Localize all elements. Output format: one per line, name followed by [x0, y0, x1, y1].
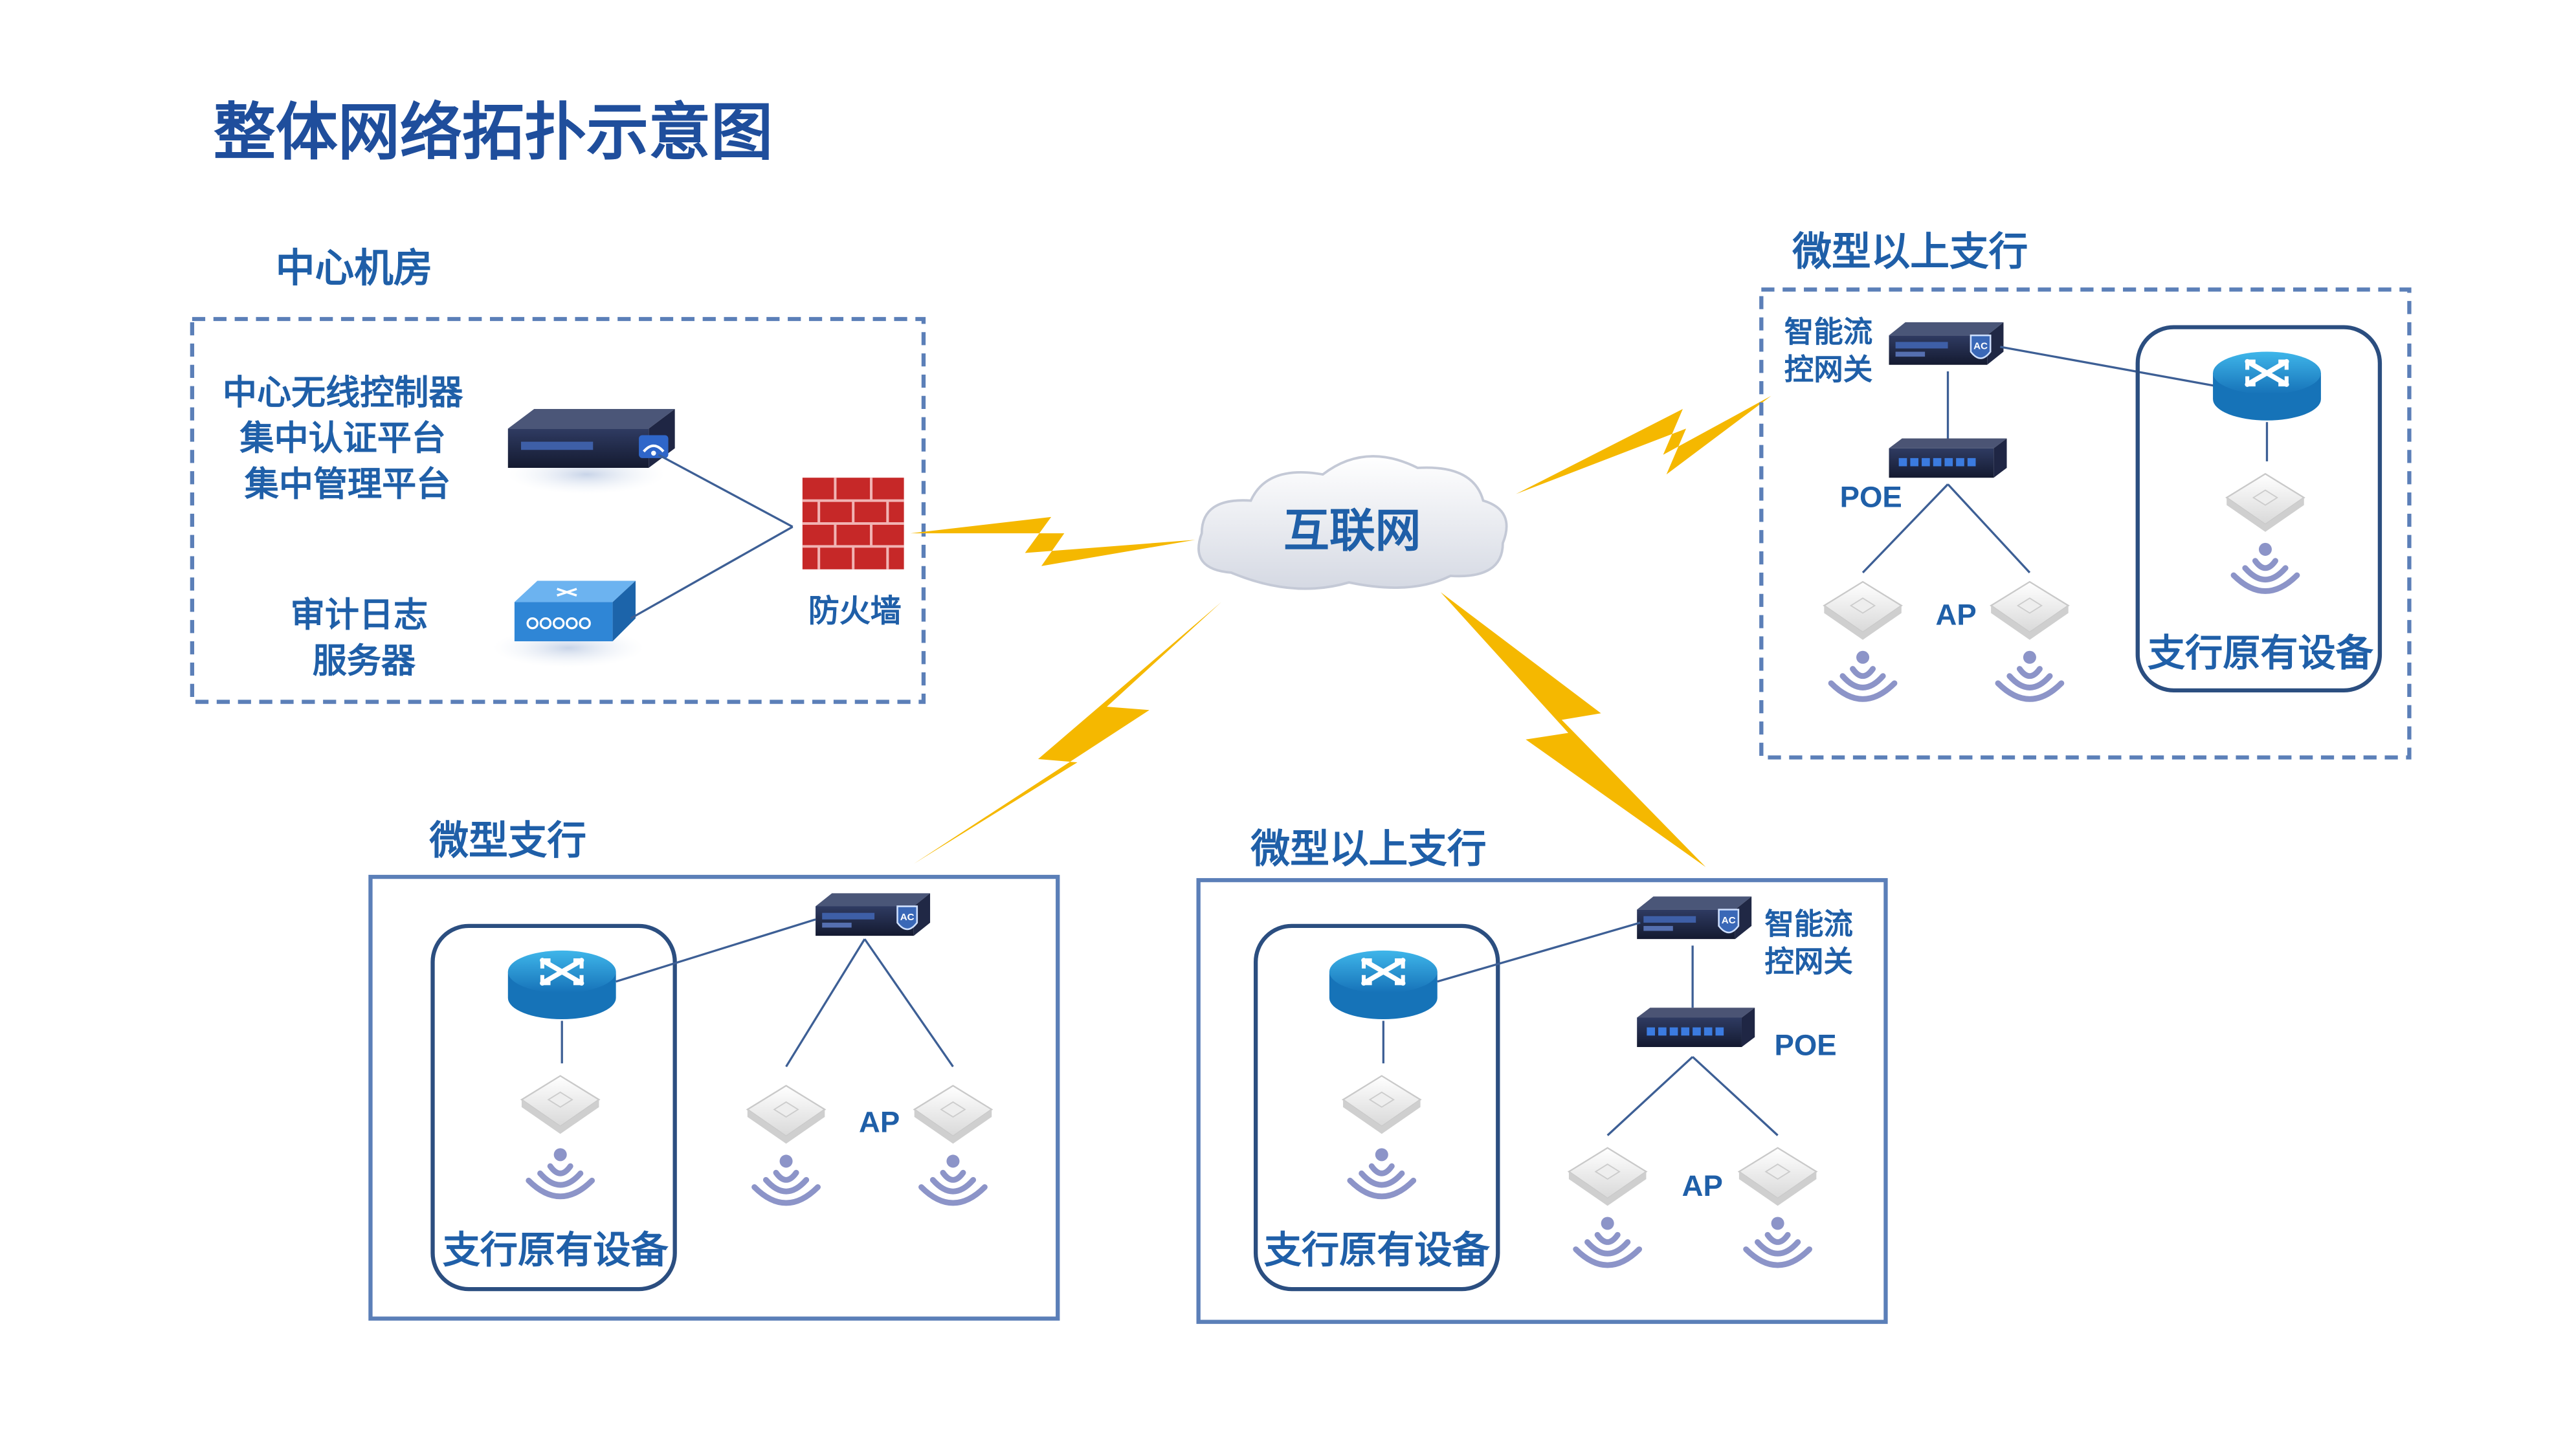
- branch-label: 微型以上支行: [1250, 826, 1487, 870]
- internet-label: 互联网: [1283, 505, 1421, 556]
- link-line: [863, 938, 954, 1068]
- poe-switch-icon: [1889, 438, 2007, 478]
- branch-frame: [1759, 287, 2412, 760]
- ac-gateway-icon: [1888, 321, 2004, 366]
- access-point-icon: [746, 1085, 826, 1145]
- firewall-icon: [802, 478, 904, 569]
- firewall-label: 防火墙: [808, 595, 902, 629]
- wifi-signal-icon: [529, 1148, 592, 1197]
- access-point-icon: [1823, 580, 1902, 641]
- wifi-signal-icon: [1576, 1217, 1639, 1265]
- lightning-links: [910, 395, 1771, 867]
- lightning-bolt: [913, 602, 1222, 864]
- access-point-icon: [2226, 473, 2305, 533]
- wifi-signal-icon: [755, 1154, 818, 1203]
- access-point-icon: [520, 1075, 600, 1135]
- existing-equipment-frame: [2135, 325, 2382, 693]
- ac-gateway-icon: [814, 892, 931, 937]
- link-line: [1861, 483, 1949, 573]
- lightning-bolt: [1440, 592, 1706, 867]
- switch-icon: [493, 580, 644, 668]
- access-point-icon: [1568, 1147, 1647, 1207]
- branch-label: 微型以上支行: [1792, 230, 2028, 274]
- wifi-signal-icon: [2234, 543, 2297, 591]
- branch-top-right: 微型以上支行 智能流 控网关 POE AP 支行原有设备: [1759, 230, 2412, 760]
- cloud-icon: 互联网: [1197, 455, 1508, 590]
- center-room-label: 中心机房: [276, 246, 433, 290]
- wifi-signal-icon: [1350, 1148, 1414, 1197]
- branch-label: 微型支行: [428, 819, 586, 863]
- link-line: [1606, 1055, 1694, 1136]
- gateway-label: 智能流 控网关: [1784, 315, 1881, 386]
- router-icon: [508, 951, 616, 1019]
- controller-label: 中心无线控制器 集中认证平台 集中管理平台: [223, 373, 472, 503]
- existing-equipment-label: 支行原有设备: [443, 1230, 669, 1272]
- branch-frame: [1196, 877, 1888, 1324]
- diagram-title: 整体网络拓扑示意图: [214, 98, 773, 168]
- ap-label: AP: [1936, 599, 1977, 632]
- access-point-icon: [1342, 1075, 1421, 1135]
- wifi-signal-icon: [1746, 1217, 1810, 1265]
- center-room-frame: [190, 316, 926, 704]
- router-icon: [2213, 352, 2321, 421]
- existing-equipment-frame: [430, 923, 677, 1292]
- server-icon: [507, 409, 675, 494]
- poe-switch-icon: [1637, 1008, 1755, 1047]
- existing-equipment-label: 支行原有设备: [2148, 632, 2374, 674]
- ap-label: AP: [1682, 1169, 1723, 1202]
- access-point-icon: [1990, 580, 2069, 641]
- branch-bottom-mid: 微型以上支行 支行原有设备 智能流 控网关 POE AP: [1196, 826, 1888, 1324]
- branch-micro: 微型支行 支行原有设备 AP: [368, 819, 1060, 1321]
- access-point-icon: [1738, 1147, 1817, 1207]
- link-line: [630, 525, 794, 620]
- existing-equipment-frame: [1253, 923, 1500, 1292]
- link-line: [2000, 346, 2217, 388]
- access-point-icon: [913, 1085, 993, 1145]
- link-line: [616, 918, 816, 983]
- ap-label: AP: [859, 1105, 900, 1138]
- lightning-bolt: [910, 516, 1195, 566]
- existing-equipment-label: 支行原有设备: [1264, 1230, 1491, 1272]
- router-icon: [1329, 951, 1438, 1019]
- link-line: [1437, 921, 1641, 983]
- wifi-signal-icon: [1831, 651, 1894, 700]
- link-line: [785, 938, 866, 1068]
- audit-server-label: 审计日志 服务器: [291, 596, 438, 680]
- gateway-label: 智能流 控网关: [1764, 908, 1861, 978]
- branch-frame: [368, 874, 1060, 1321]
- lightning-bolt: [1516, 395, 1771, 494]
- ac-gateway-icon: [1636, 896, 1753, 940]
- link-line: [1947, 483, 2031, 573]
- wifi-signal-icon: [921, 1154, 984, 1203]
- link-line: [658, 454, 794, 528]
- wifi-signal-icon: [1998, 651, 2061, 700]
- link-line: [1692, 1055, 1779, 1136]
- center-room: 中心机房 中心无线控制器 集中认证平台 集中管理平台 审计日志 服务器: [190, 246, 926, 704]
- poe-label: POE: [1775, 1029, 1837, 1062]
- poe-label: POE: [1840, 481, 1902, 514]
